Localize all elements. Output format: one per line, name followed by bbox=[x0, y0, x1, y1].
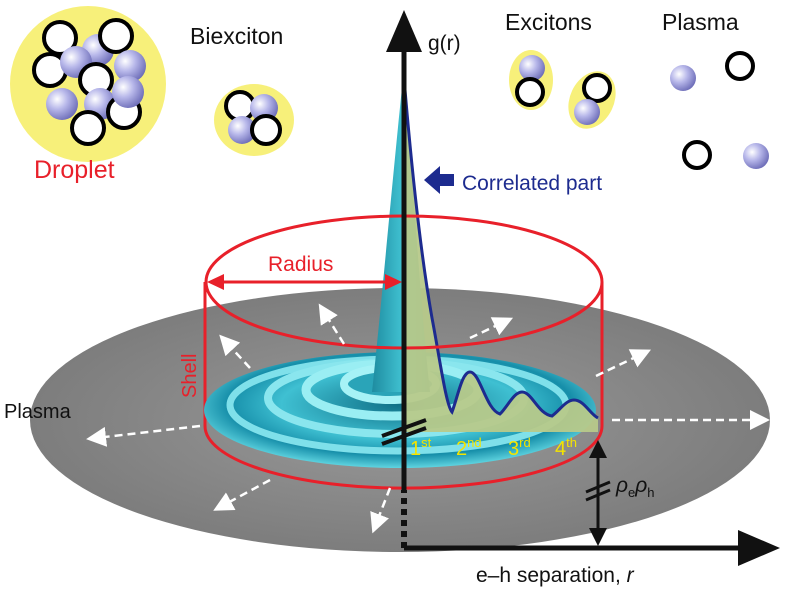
expansion-arrows bbox=[86, 303, 770, 534]
droplet-particles bbox=[32, 18, 146, 146]
expansion-arrow bbox=[213, 478, 271, 511]
break-mark-icon bbox=[381, 418, 427, 446]
electron bbox=[70, 110, 106, 146]
plasma-illustration: Plasma bbox=[662, 9, 769, 170]
arrow-right-icon bbox=[738, 530, 780, 566]
radius-label: Radius bbox=[268, 253, 333, 276]
electron bbox=[42, 20, 78, 56]
shell-label-1: 1st bbox=[410, 435, 432, 460]
hole bbox=[228, 116, 256, 144]
expansion-arrow bbox=[469, 317, 514, 340]
shell-label-3: 3rd bbox=[508, 435, 531, 460]
electron bbox=[250, 114, 282, 146]
droplet-cylinder bbox=[203, 282, 604, 426]
expansion-arrow bbox=[219, 334, 251, 369]
electron bbox=[98, 18, 134, 54]
correlated-curve bbox=[402, 77, 599, 420]
droplet-illustration: Droplet bbox=[10, 6, 166, 184]
hole bbox=[574, 99, 600, 125]
g-axis: g(r) bbox=[381, 10, 461, 548]
hole bbox=[46, 88, 78, 120]
electron bbox=[682, 140, 712, 170]
density-arrow: ρeρh bbox=[585, 440, 655, 546]
shell-label-4: 4th bbox=[555, 435, 577, 460]
arrow-up-icon bbox=[386, 10, 422, 52]
blue-arrow-left-icon bbox=[424, 166, 454, 194]
radius-arrow: Radius bbox=[207, 253, 402, 290]
shell-label-2: 2nd bbox=[456, 435, 482, 460]
hole bbox=[670, 65, 696, 91]
plasma-top-label: Plasma bbox=[662, 9, 739, 35]
x-axis: e–h separation, r bbox=[404, 530, 780, 587]
expansion-arrow bbox=[370, 487, 392, 534]
correlated-part-annotation: Correlated part bbox=[424, 166, 602, 195]
electron bbox=[582, 73, 612, 103]
biexciton-illustration: Biexciton bbox=[190, 23, 294, 156]
shell-label: Shell bbox=[179, 354, 201, 398]
electron bbox=[224, 90, 256, 122]
electron bbox=[725, 51, 755, 81]
correlated-part-label: Correlated part bbox=[462, 172, 602, 195]
biexciton-label: Biexciton bbox=[190, 23, 283, 49]
x-axis-label: e–h separation, r bbox=[476, 564, 635, 587]
expansion-arrow bbox=[318, 303, 346, 345]
excitons-illustration: Excitons bbox=[505, 9, 616, 129]
excitons-label: Excitons bbox=[505, 9, 592, 35]
plasma-left-label: Plasma bbox=[4, 401, 72, 423]
g-axis-label: g(r) bbox=[428, 32, 461, 55]
electron bbox=[515, 77, 545, 107]
droplet-label: Droplet bbox=[34, 156, 115, 184]
cross-section-fill bbox=[404, 78, 598, 432]
expansion-arrow bbox=[86, 424, 201, 447]
hole bbox=[112, 76, 144, 108]
hole bbox=[743, 143, 769, 169]
density-label: ρeρh bbox=[615, 474, 655, 500]
shell-number-labels: 1st 2nd 3rd 4th bbox=[410, 435, 577, 460]
hole bbox=[519, 55, 545, 81]
hole bbox=[114, 50, 146, 82]
expansion-arrow bbox=[595, 349, 652, 378]
